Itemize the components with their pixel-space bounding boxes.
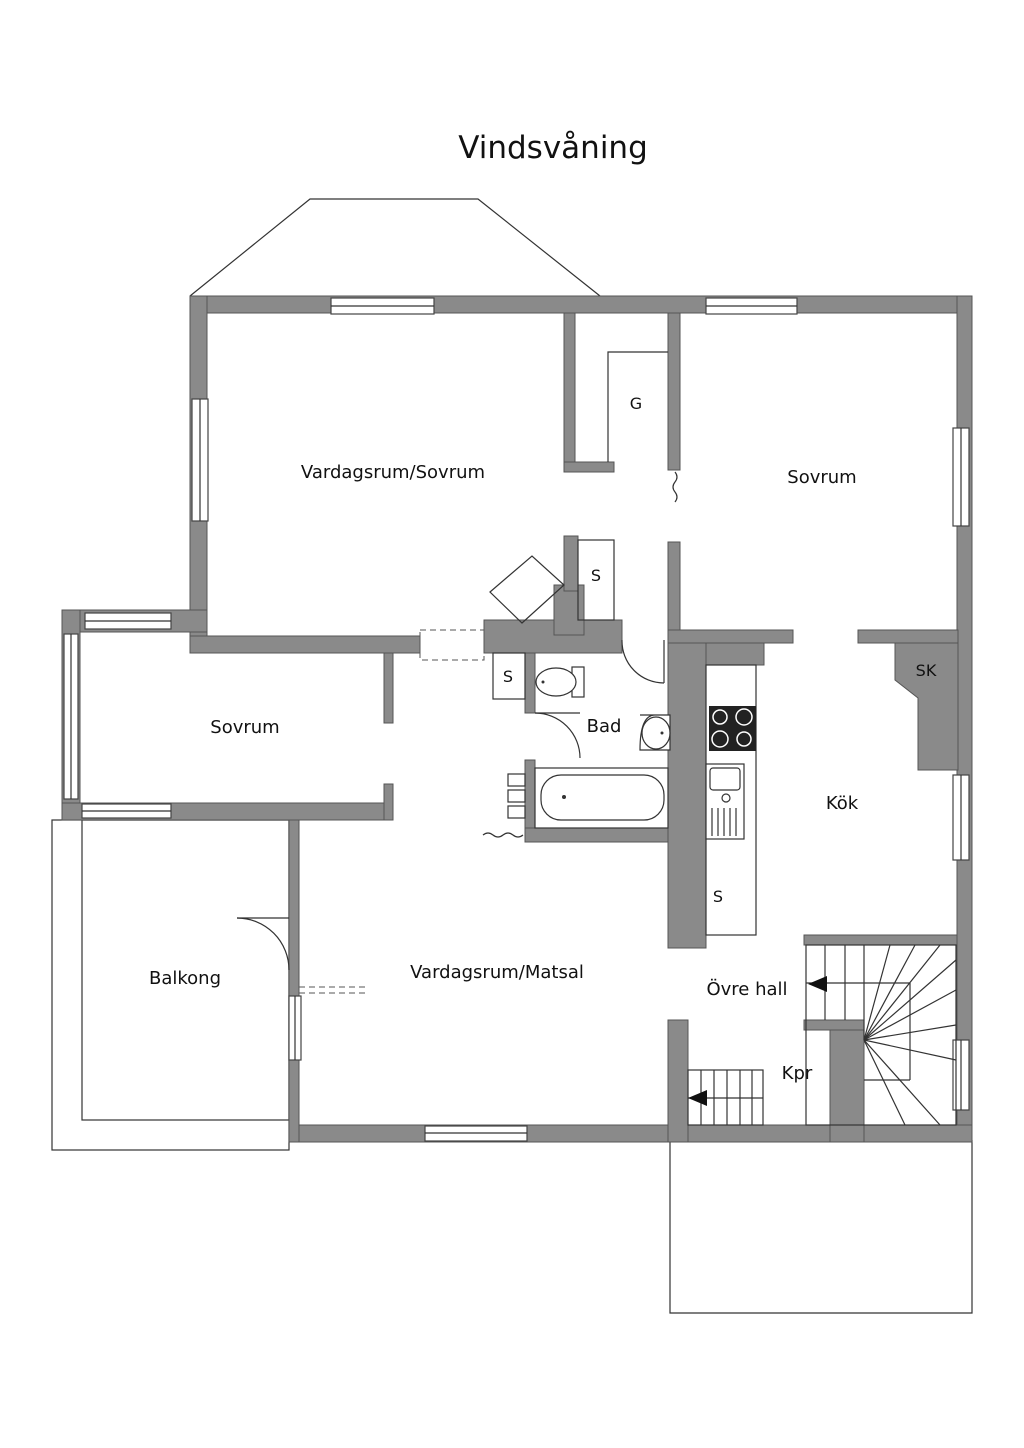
room-kitchen: Kök (826, 793, 859, 814)
room-bath: Bad (587, 716, 622, 737)
label-s-top: S (591, 566, 601, 585)
label-s-bath: S (503, 667, 513, 686)
room-bedroom-right: Sovrum (787, 467, 856, 488)
doors (236, 639, 665, 971)
closet-s-bath (492, 652, 526, 700)
plan-title: Vindsvåning (458, 130, 648, 166)
stairs-kpr (687, 1069, 764, 1126)
room-balcony: Balkong (149, 968, 221, 989)
label-sk: SK (916, 661, 937, 680)
stairs-upper (805, 944, 957, 1126)
label-g: G (630, 394, 642, 413)
room-living-dining: Vardagsrum/Matsal (410, 962, 584, 983)
closet-s-top (577, 539, 615, 621)
kitchen-fixtures (705, 664, 757, 936)
terrace-outline (669, 1140, 973, 1314)
label-s-kitchen: S (713, 887, 723, 906)
bath-fixtures (507, 666, 671, 829)
room-closet-kpr: Kpr (782, 1063, 813, 1084)
room-living-bedroom: Vardagsrum/Sovrum (301, 462, 485, 483)
room-bedroom-left: Sovrum (210, 717, 279, 738)
room-upper-hall: Övre hall (706, 978, 787, 1000)
windows (63, 297, 970, 1142)
angled-cabinet (489, 555, 565, 624)
radiator-icons (482, 471, 678, 838)
interior-walls (189, 312, 959, 1143)
bay-outline (189, 198, 601, 297)
closet-g-outline (607, 351, 668, 462)
